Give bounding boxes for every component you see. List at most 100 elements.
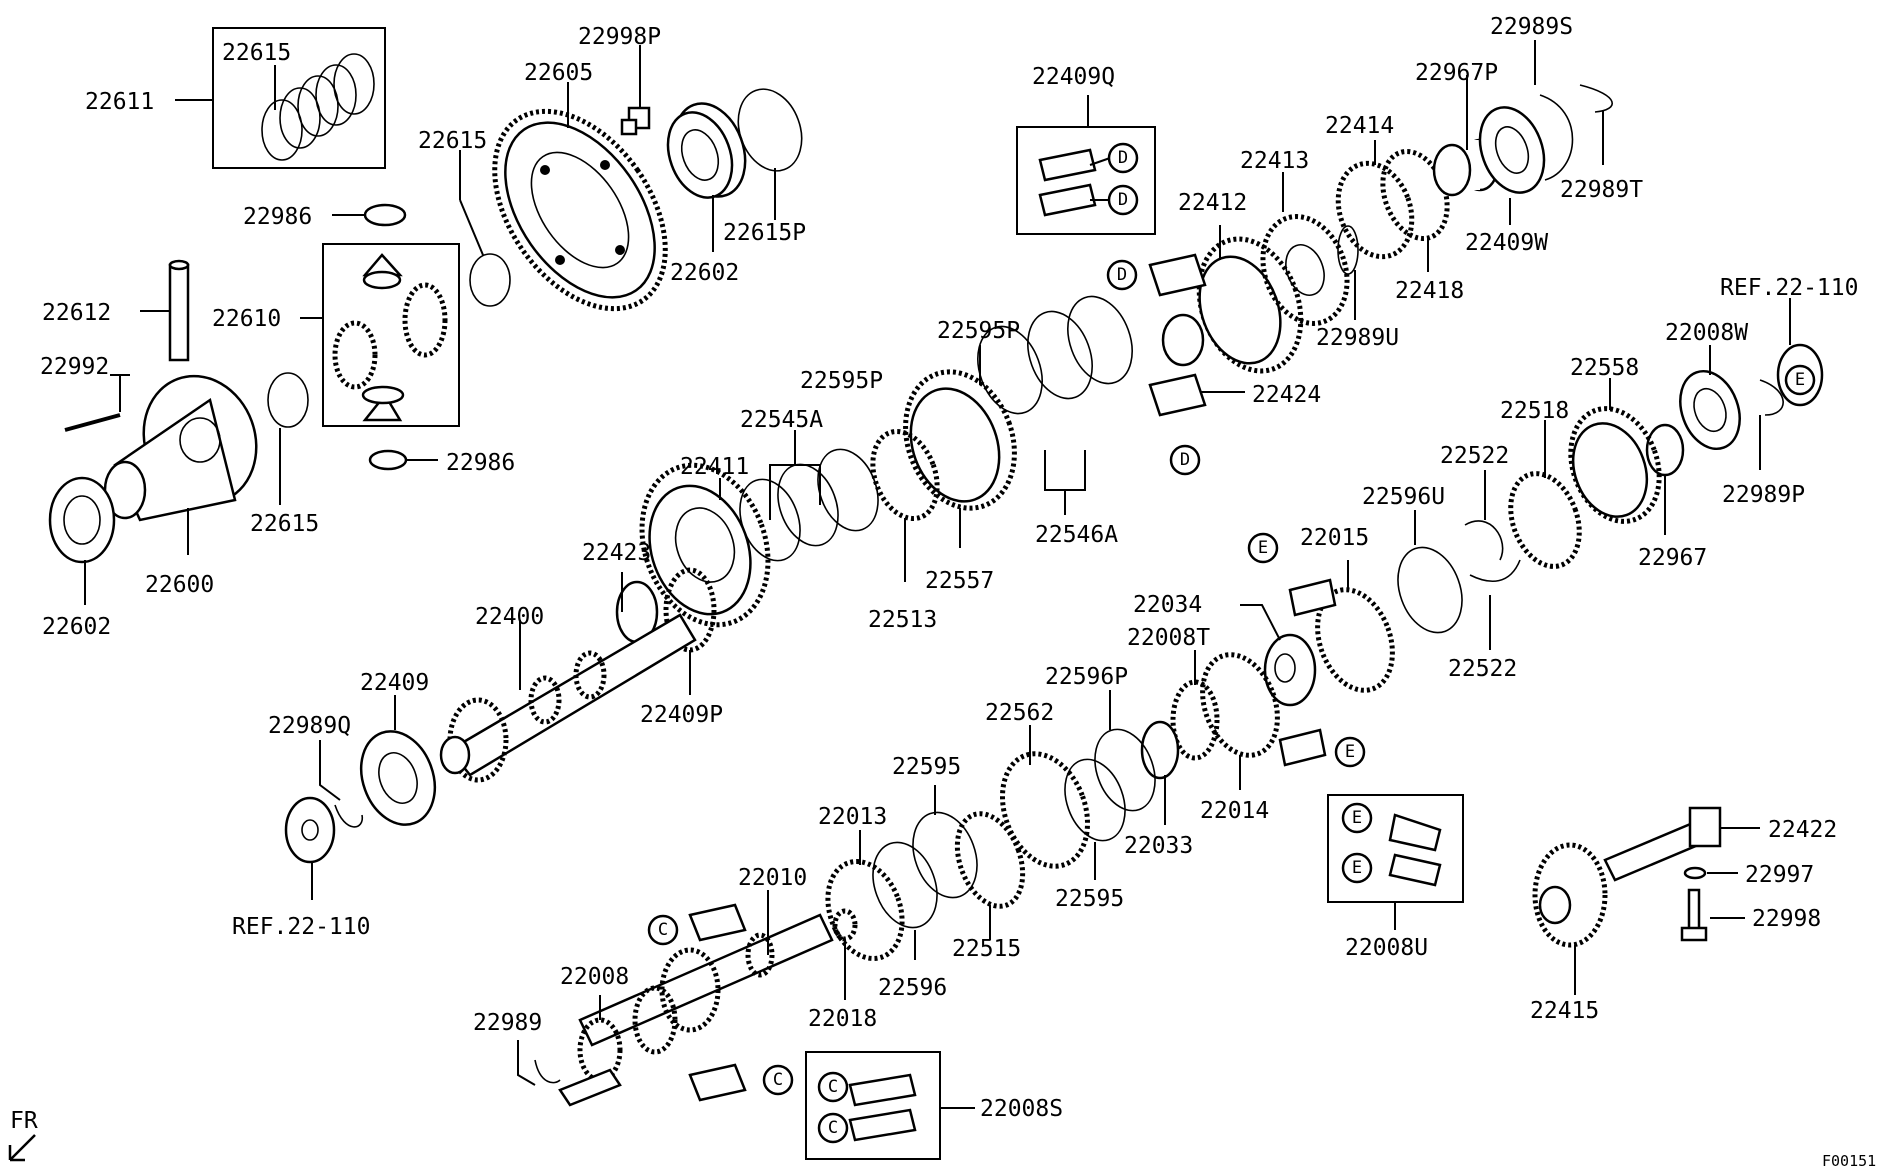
gear-22557	[903, 369, 1017, 511]
label-22424: 22424	[1252, 382, 1321, 408]
label-22522-top: 22522	[1440, 443, 1509, 469]
label-22409P: 22409P	[640, 702, 723, 728]
ring-22595-right	[1064, 758, 1126, 842]
bearing-pair-22409Q	[1038, 148, 1097, 217]
washer-ref-left	[284, 796, 336, 864]
svg-text:D: D	[1117, 265, 1127, 285]
svg-text:E: E	[1352, 858, 1362, 878]
label-22522-bottom: 22522	[1448, 656, 1517, 682]
label-22989S: 22989S	[1490, 14, 1573, 40]
gear-22415	[1532, 842, 1608, 948]
label-22986-upper: 22986	[243, 204, 312, 230]
bearing-22008W	[1679, 369, 1741, 451]
label-22515: 22515	[952, 936, 1021, 962]
label-22400: 22400	[475, 604, 544, 630]
ring-set-22615	[261, 53, 375, 161]
collar-22033	[1140, 720, 1180, 780]
differential-group	[48, 27, 803, 605]
hub-22515	[954, 811, 1026, 909]
clip-22989Q	[334, 804, 363, 828]
bearing-22412-half	[1148, 253, 1207, 297]
label-22998: 22998	[1752, 906, 1821, 932]
bolt-22998P	[620, 106, 651, 136]
bolt-22998	[1680, 888, 1708, 942]
label-22518: 22518	[1500, 398, 1569, 424]
ring-22596U	[1397, 546, 1463, 634]
spring-22522-upper	[1464, 520, 1504, 561]
bearing-22409	[359, 730, 437, 826]
label-22596U: 22596U	[1362, 484, 1445, 510]
label-22413: 22413	[1240, 148, 1309, 174]
label-22546A: 22546A	[1035, 522, 1118, 548]
hub-22518	[1508, 471, 1582, 569]
label-22602-upper: 22602	[670, 260, 739, 286]
svg-text:C: C	[828, 1118, 838, 1138]
svg-text:C: C	[828, 1077, 838, 1097]
label-22008S: 22008S	[980, 1096, 1063, 1122]
label-22557: 22557	[925, 568, 994, 594]
pin-22992	[64, 413, 121, 432]
bearing-22015-half	[1288, 578, 1337, 617]
label-22989U: 22989U	[1316, 325, 1399, 351]
label-22615-lower: 22615	[250, 511, 319, 537]
hub-22513	[870, 428, 940, 522]
markers: D D D D E E E E E C C C C	[647, 142, 1816, 1144]
label-22989: 22989	[473, 1010, 542, 1036]
svg-text:E: E	[1345, 742, 1355, 762]
ring-22615-mid	[469, 253, 511, 307]
label-22014: 22014	[1200, 798, 1269, 824]
label-22989Q: 22989Q	[268, 713, 351, 739]
box-22008S	[805, 1051, 941, 1160]
ring-22596	[872, 841, 938, 929]
case-22600	[103, 374, 258, 522]
label-22602-lower: 22602	[42, 614, 111, 640]
label-22415: 22415	[1530, 998, 1599, 1024]
pin-22612	[168, 259, 190, 362]
washer-22986-upper	[363, 203, 407, 227]
clip-22989	[534, 1059, 561, 1084]
label-22605: 22605	[524, 60, 593, 86]
label-22967P: 22967P	[1415, 60, 1498, 86]
washer-22986-lower	[368, 449, 408, 471]
part-22018	[832, 908, 858, 942]
label-22008T: 22008T	[1127, 625, 1210, 651]
label-22595-b: 22595	[1055, 886, 1124, 912]
label-22986-lower: 22986	[446, 450, 515, 476]
label-22595P-a: 22595P	[937, 318, 1020, 344]
svg-text:D: D	[1118, 148, 1128, 168]
label-ref-left: REF.22-110	[232, 914, 370, 940]
sleeve-22424	[1161, 313, 1205, 367]
bearing-22014-half	[1278, 728, 1327, 767]
svg-text:D: D	[1180, 450, 1190, 470]
label-22409W: 22409W	[1465, 230, 1548, 256]
oring-22997	[1683, 866, 1707, 880]
label-22997: 22997	[1745, 862, 1814, 888]
svg-text:E: E	[1258, 538, 1268, 558]
label-22412: 22412	[1178, 190, 1247, 216]
label-22989P: 22989P	[1722, 482, 1805, 508]
label-22596P: 22596P	[1045, 664, 1128, 690]
ring-22615-lower	[267, 372, 309, 428]
svg-text:E: E	[1795, 370, 1805, 390]
label-22989T: 22989T	[1560, 177, 1643, 203]
label-22409: 22409	[360, 670, 429, 696]
box-22610	[322, 243, 460, 427]
clip-22989U	[1337, 225, 1359, 275]
label-22423: 22423	[582, 540, 651, 566]
box-22611	[212, 27, 386, 169]
gear-22414	[1335, 160, 1415, 260]
label-22596: 22596	[878, 975, 947, 1001]
label-22992: 22992	[40, 354, 109, 380]
label-22418: 22418	[1395, 278, 1464, 304]
label-22018: 22018	[808, 1006, 877, 1032]
sleeve-22562	[999, 751, 1091, 869]
pinion-gears-22610	[332, 253, 448, 422]
gear-22014	[1200, 652, 1280, 758]
label-22008W: 22008W	[1665, 320, 1748, 346]
label-22615-top: 22615	[222, 40, 291, 66]
figure-code: F00151	[1822, 1152, 1876, 1170]
labels: 22611 22615 22998P 22605 22615 22986 226…	[10, 14, 1876, 1170]
ring-22595-left	[912, 811, 978, 899]
clip-22989S	[1539, 94, 1574, 181]
